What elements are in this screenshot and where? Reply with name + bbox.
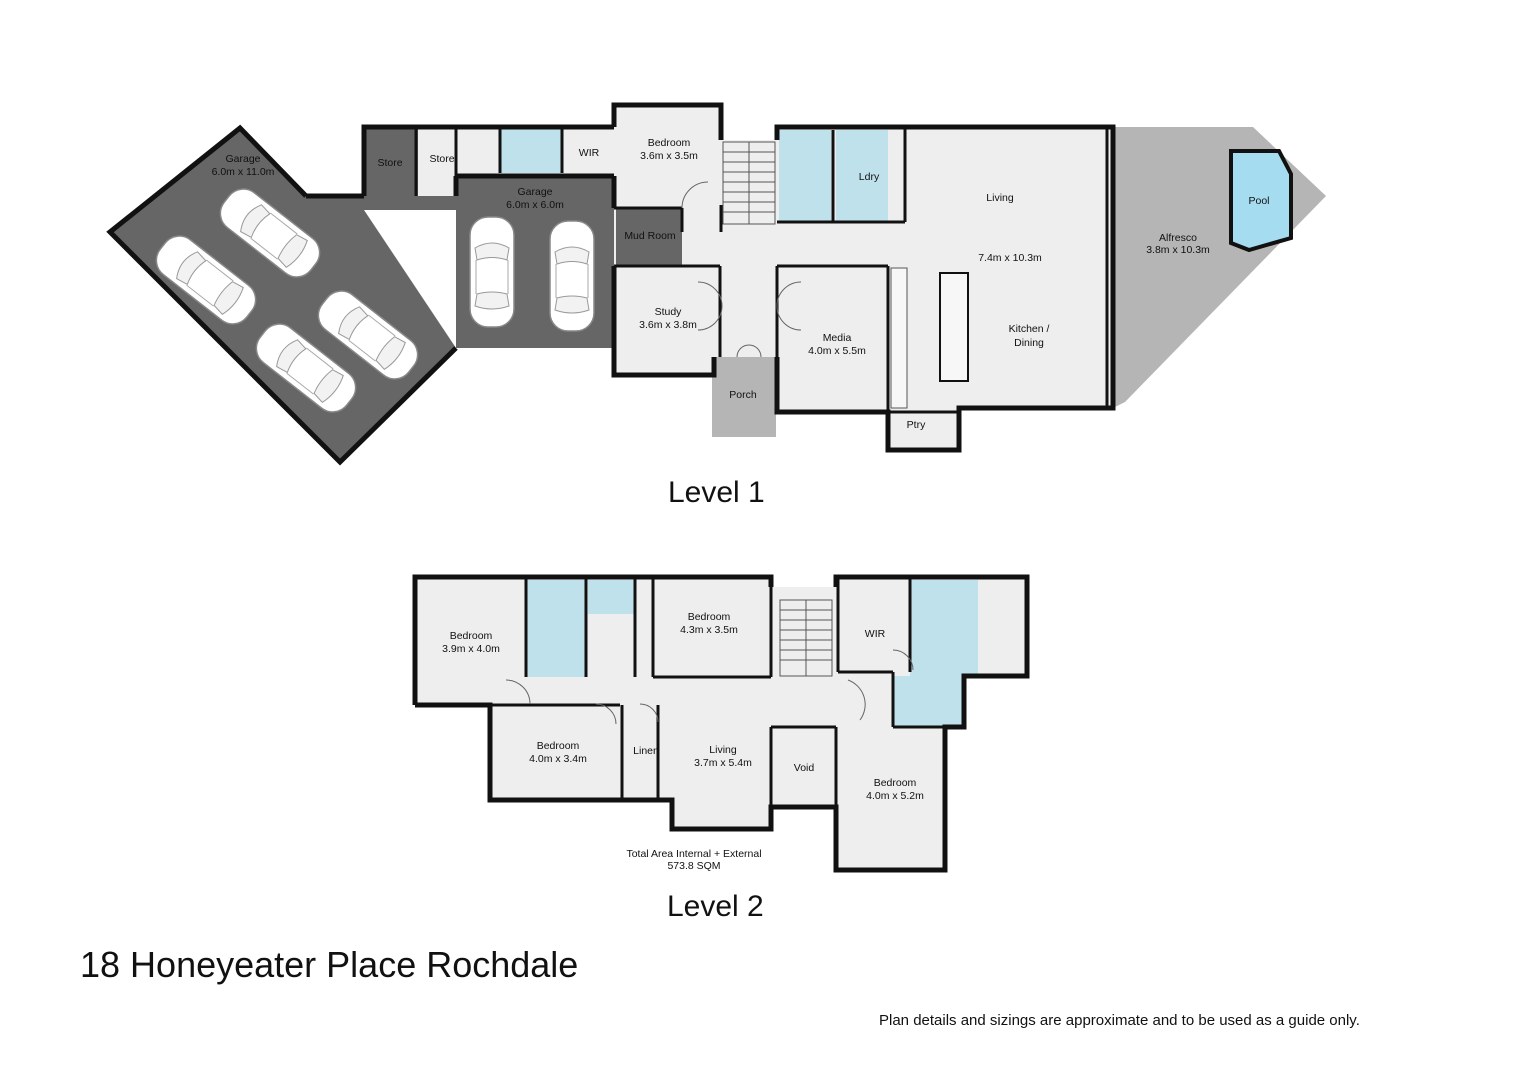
bedroom-size: 3.6m x 3.5m: [640, 150, 698, 162]
level-1-title: Level 1: [668, 476, 765, 509]
level-2-bedroom-sw-size: 4.0m x 3.4m: [529, 753, 587, 765]
level-2-void-label: Void: [794, 762, 815, 774]
level-1-plan: Garage 6.0m x 11.0m Store Store WIR Gara…: [106, 102, 1326, 466]
level-2-interior-walls: [490, 577, 945, 807]
level-2-living-size: 3.7m x 5.4m: [694, 757, 752, 769]
level-2-bathroom-floor: [526, 580, 586, 677]
porch-floor: [712, 357, 776, 437]
level-2-wir-label: WIR: [865, 628, 886, 640]
ensuite-floor: [500, 127, 562, 173]
study-label: Study: [655, 306, 683, 318]
porch-label: Porch: [729, 389, 757, 401]
laundry-floor: [836, 130, 888, 222]
garage-large-floor: [110, 127, 456, 462]
garage-large-label: Garage: [225, 153, 260, 165]
alfresco-size: 3.8m x 10.3m: [1146, 244, 1210, 256]
kitchen-label-line-1: Kitchen /: [1009, 323, 1050, 335]
store-2-floor: [418, 127, 456, 196]
bathroom-floor: [779, 130, 831, 222]
total-area-value: 573.8 SQM: [667, 860, 721, 872]
level-2-doors: [505, 649, 914, 725]
disclaimer: Plan details and sizings are approximate…: [879, 1012, 1360, 1029]
pool-label: Pool: [1248, 195, 1269, 207]
level-2-bedroom-north-size: 4.3m x 3.5m: [680, 624, 738, 636]
level-1-interior-walls: [414, 127, 1109, 414]
bedroom-label: Bedroom: [648, 137, 691, 149]
mud-room-floor: [616, 208, 682, 266]
level-2-plan: Bedroom 3.9m x 4.0m Bedroom 4.3m x 3.5m …: [412, 574, 1030, 873]
kitchen-island: [939, 272, 969, 382]
store-2-label: Store: [429, 153, 454, 165]
level-2-wc-floor: [588, 580, 635, 614]
living-label: Living: [986, 192, 1014, 204]
level-1-stairs: [722, 141, 776, 225]
store-1-label: Store: [377, 157, 402, 169]
level-2-living-label: Living: [709, 744, 737, 756]
alfresco-label: Alfresco: [1159, 232, 1197, 244]
garage-small-label: Garage: [517, 186, 552, 198]
living-size: 7.4m x 10.3m: [978, 252, 1042, 264]
property-address: 18 Honeyeater Place Rochdale: [80, 944, 579, 985]
total-area-label: Total Area Internal + External: [626, 848, 762, 860]
alfresco-area: [1113, 127, 1326, 408]
garage-large-size: 6.0m x 11.0m: [212, 166, 275, 178]
media-label: Media: [823, 332, 852, 344]
kitchen-bench: [890, 267, 908, 409]
pantry-label: Ptry: [907, 419, 926, 431]
study-size: 3.6m x 3.8m: [639, 319, 697, 331]
level-2-stairs: [779, 599, 833, 677]
level-2-bedroom-se-size: 4.0m x 5.2m: [866, 790, 924, 802]
laundry-label: Ldry: [859, 171, 880, 183]
car-5: [469, 216, 515, 328]
level-2-bedroom-nw-label: Bedroom: [450, 630, 493, 642]
media-size: 4.0m x 5.5m: [808, 345, 866, 357]
level-2-bedroom-north-label: Bedroom: [688, 611, 731, 623]
pool: [1229, 149, 1293, 253]
wir-label: WIR: [579, 147, 600, 159]
garage-small-size: 6.0m x 6.0m: [506, 199, 564, 211]
level-2-bedroom-nw-size: 3.9m x 4.0m: [442, 643, 500, 655]
level-2-linen-label: Linen: [633, 745, 659, 757]
kitchen-label-line-2: Dining: [1014, 337, 1044, 349]
store-1-floor: [364, 127, 416, 196]
level-2-bedroom-se-label: Bedroom: [874, 777, 917, 789]
level-2-bedroom-sw-label: Bedroom: [537, 740, 580, 752]
mud-room-label: Mud Room: [624, 230, 676, 242]
level-2-title: Level 2: [667, 890, 764, 923]
car-6: [549, 220, 595, 332]
level-2-ensuite-floor: [893, 580, 978, 727]
level-1-walls: [106, 102, 1116, 466]
level-1-doors: [681, 181, 802, 358]
total-area: Total Area Internal + External 573.8 SQM: [594, 848, 794, 872]
